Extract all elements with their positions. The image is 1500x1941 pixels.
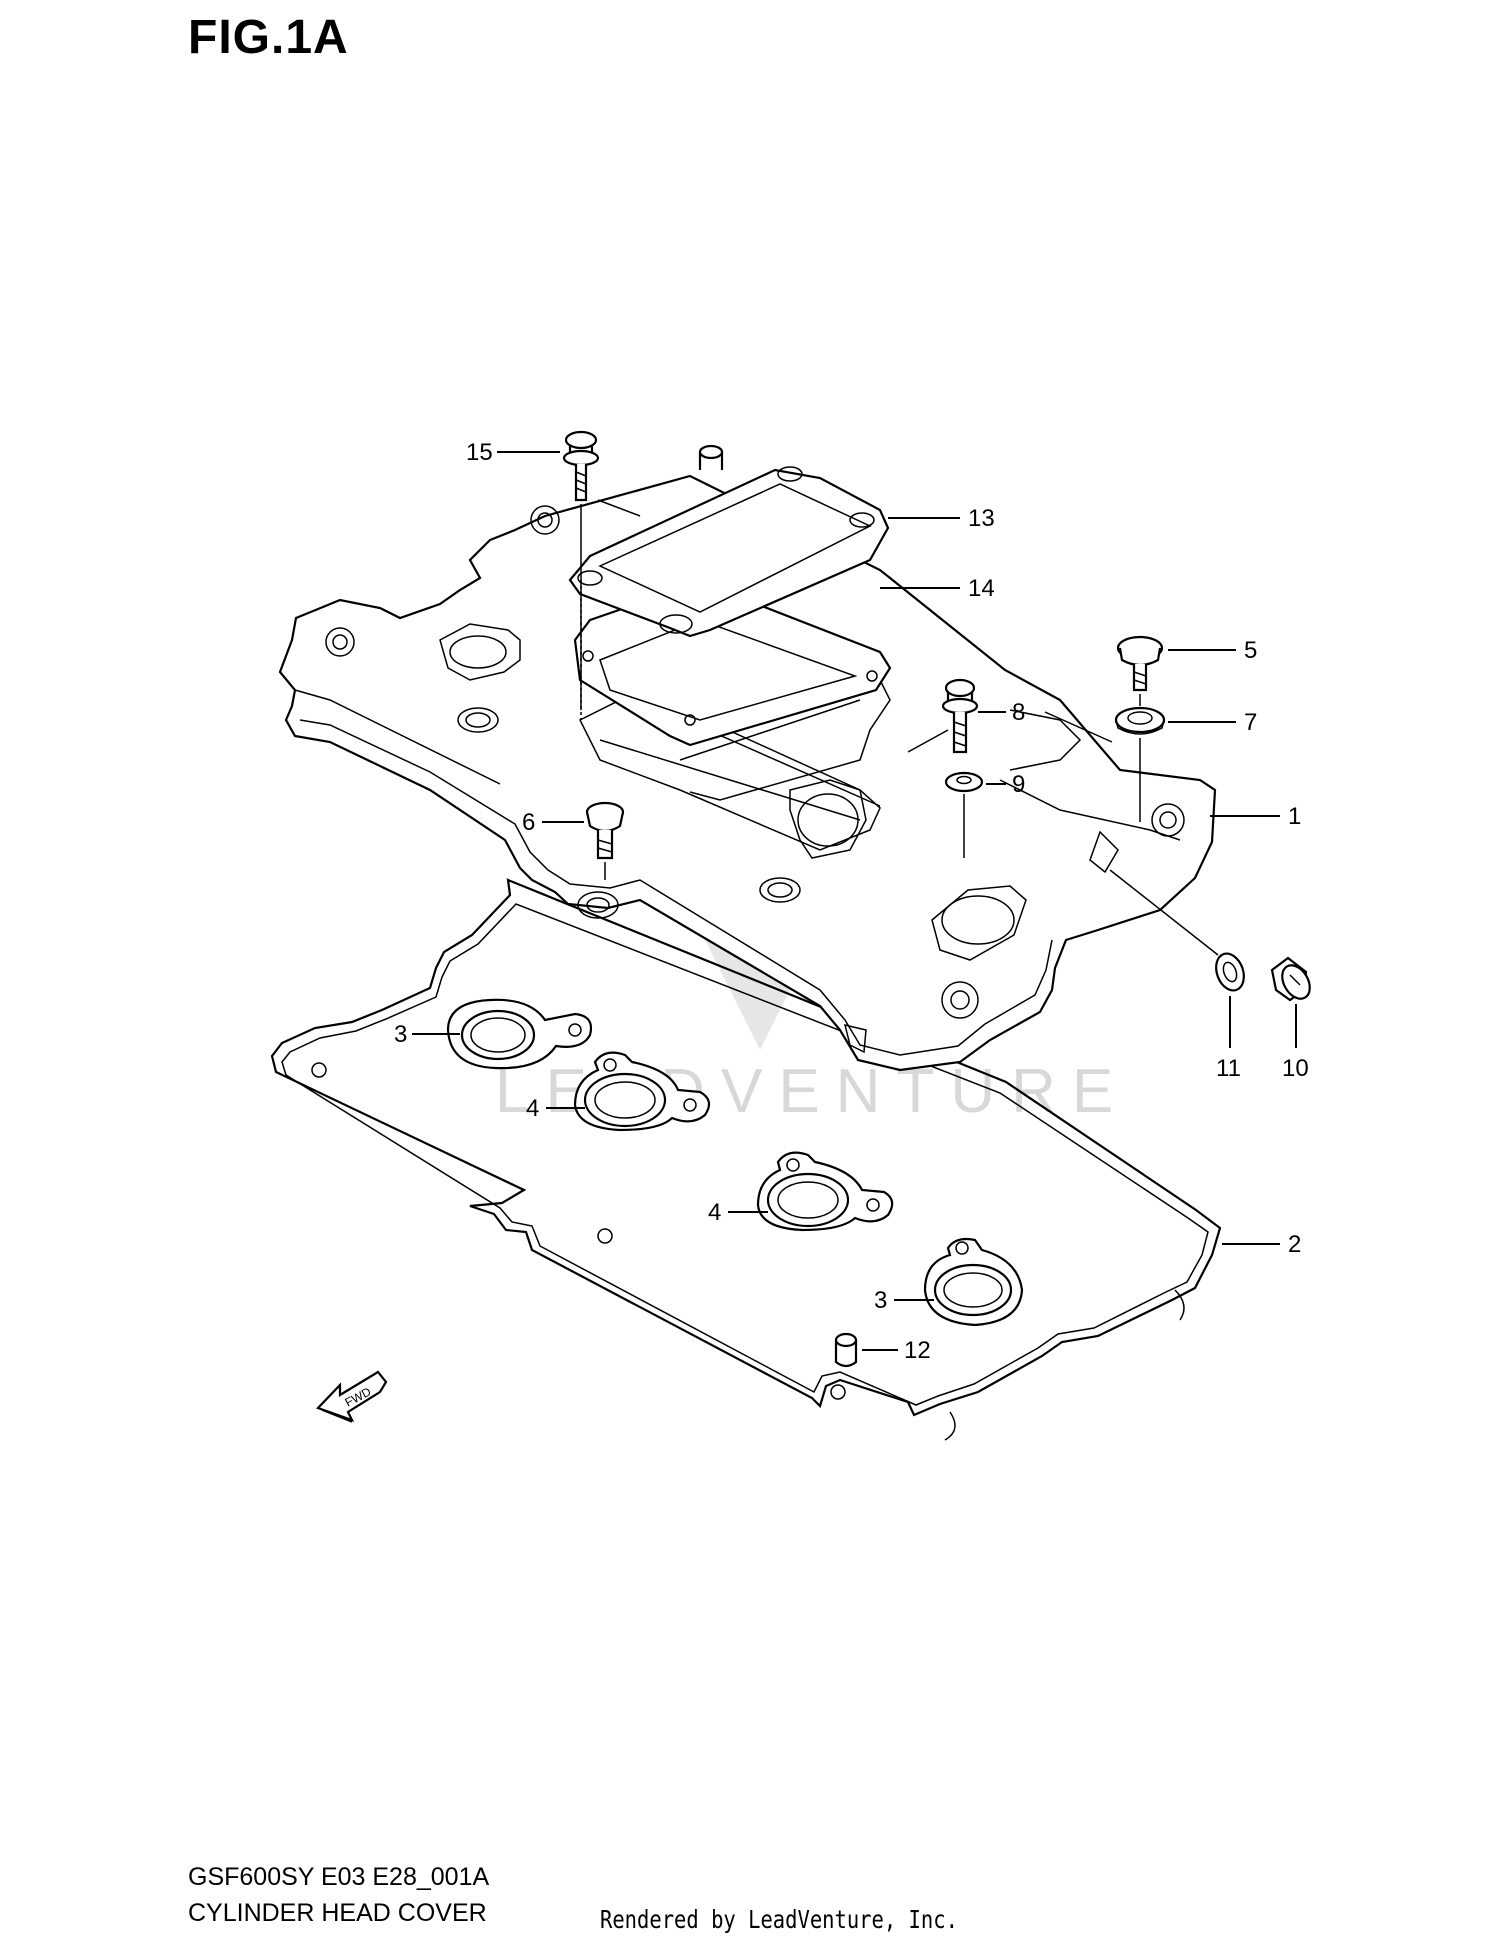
callout-4a: 4 [526, 1095, 539, 1122]
plug-10 [1270, 956, 1311, 1002]
washer-11 [1215, 952, 1245, 992]
diagram-code: GSF600SY E03 E28_001A [188, 1863, 490, 1891]
fwd-arrow-icon: FWD [316, 1370, 388, 1423]
callout-14: 14 [968, 575, 995, 602]
bolt-8 [941, 678, 979, 754]
callout-6: 6 [522, 809, 535, 836]
rendered-by-credit: Rendered by LeadVenture, Inc. [600, 1905, 958, 1934]
cylinder-head-cover [278, 474, 1217, 1072]
head-cover-gasket [270, 878, 1222, 1441]
washer-9 [944, 771, 984, 793]
callout-2: 2 [1288, 1231, 1301, 1258]
bolt-6 [585, 801, 625, 860]
diagram-name: CYLINDER HEAD COVER [188, 1899, 487, 1927]
plug-hole-gasket-4b [756, 1151, 894, 1232]
callout-4b: 4 [708, 1199, 721, 1226]
plug-hole-gasket-3b [923, 1237, 1024, 1327]
breather-cover [568, 444, 890, 638]
figure-title: FIG.1A [188, 11, 349, 64]
callout-8: 8 [1012, 699, 1025, 726]
callout-15: 15 [466, 439, 493, 466]
dowel-pin [834, 1332, 858, 1368]
callout-7: 7 [1244, 709, 1257, 736]
bolt-15 [562, 430, 600, 502]
callout-3b: 3 [874, 1287, 887, 1314]
callout-10: 10 [1282, 1055, 1309, 1082]
callout-5: 5 [1244, 637, 1257, 664]
plug-hole-gasket-4a [573, 1051, 711, 1132]
leader-lines [412, 451, 1297, 1351]
plug-hole-gasket-3a [446, 998, 593, 1070]
callout-3a: 3 [394, 1021, 407, 1048]
callout-9: 9 [1012, 771, 1025, 798]
callout-labels: 15 13 14 5 8 7 9 1 6 11 10 3 4 4 2 3 12 [394, 439, 1309, 1364]
screw-5 [1116, 635, 1164, 692]
seal-washer-7 [1114, 706, 1166, 735]
callout-11: 11 [1216, 1055, 1241, 1082]
callout-1: 1 [1288, 803, 1301, 830]
callout-12: 12 [904, 1337, 931, 1364]
callout-13: 13 [968, 505, 995, 532]
